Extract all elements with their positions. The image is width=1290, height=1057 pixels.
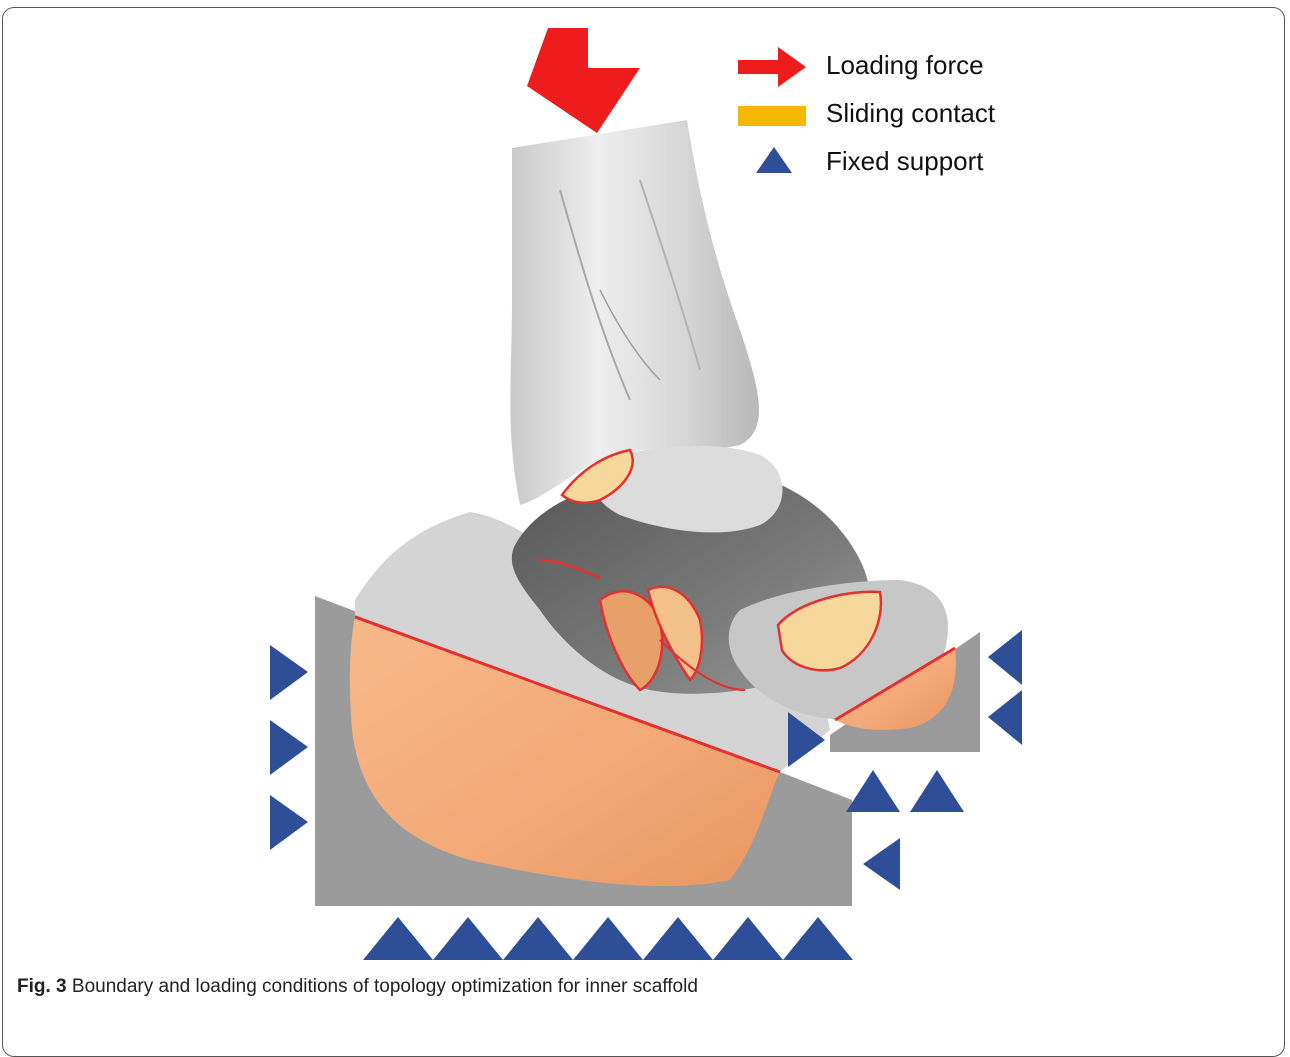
red-arrow-icon [738, 47, 806, 87]
yellow-bar-icon [738, 106, 806, 126]
loading-force-arrow [527, 28, 640, 133]
legend-label: Sliding contact [826, 98, 996, 128]
legend-label: Fixed support [826, 146, 984, 176]
caption-label: Fig. 3 [17, 976, 67, 997]
legend: Loading force Sliding contact Fixed supp… [738, 47, 996, 176]
ankle-figure: Loading force Sliding contact Fixed supp… [0, 0, 1290, 1003]
figure-caption: Fig. 3 Boundary and loading conditions o… [17, 976, 698, 998]
caption-text: Boundary and loading conditions of topol… [72, 976, 698, 997]
legend-label: Loading force [826, 50, 984, 80]
blue-triangle-icon [756, 147, 792, 173]
